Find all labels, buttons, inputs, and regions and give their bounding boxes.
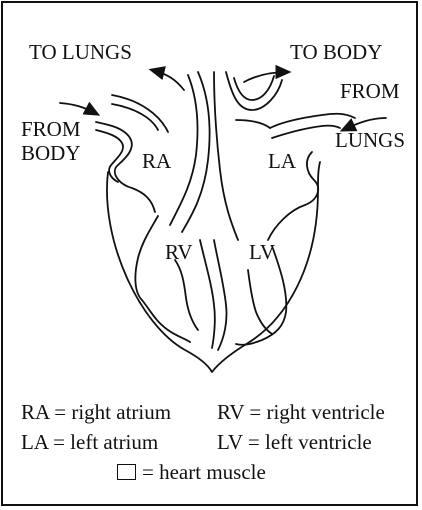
legend-lv: LV = left ventricle [217, 432, 372, 453]
label-from-lungs-line2: LUNGS [335, 130, 405, 151]
pulmonary-artery-left-wall [170, 75, 198, 225]
pulmonary-vein-lower-wall [272, 126, 340, 138]
legend-heart-muscle: = heart muscle [117, 462, 266, 483]
septum-left-edge [200, 240, 215, 348]
label-to-body: TO BODY [290, 42, 382, 63]
label-from-lungs-line1: FROM [340, 81, 400, 102]
right-ventricle-inner-wall [135, 216, 190, 342]
right-ventricle-muscle-ridge [175, 260, 198, 330]
right-atrium-inner-wall [96, 130, 123, 182]
label-from-body-line1: FROM [21, 119, 81, 140]
left-atrium-upper-wall [236, 120, 270, 128]
label-to-lungs: TO LUNGS [29, 42, 132, 63]
legend-la: LA = left atrium [21, 432, 158, 453]
legend-heart-muscle-text: = heart muscle [142, 460, 266, 484]
vena-cava-lower-wall [112, 104, 158, 130]
heart-muscle-swatch [117, 464, 136, 480]
arrow-from-body [60, 103, 97, 114]
label-right-ventricle: RV [165, 242, 193, 263]
label-left-ventricle: LV [249, 242, 275, 263]
label-from-body-line2: BODY [21, 143, 81, 164]
legend-rv: RV = right ventricle [217, 402, 385, 423]
label-right-atrium: RA [142, 151, 171, 172]
arrow-to-lungs [152, 70, 184, 90]
legend-ra: RA = right atrium [21, 402, 171, 423]
septum-right-edge [214, 240, 227, 350]
pulmonary-vein-upper-wall [270, 114, 355, 128]
aorta-inner-wall [234, 76, 274, 100]
label-left-atrium: LA [268, 151, 296, 172]
left-ventricle-muscle-ridge [248, 270, 272, 334]
